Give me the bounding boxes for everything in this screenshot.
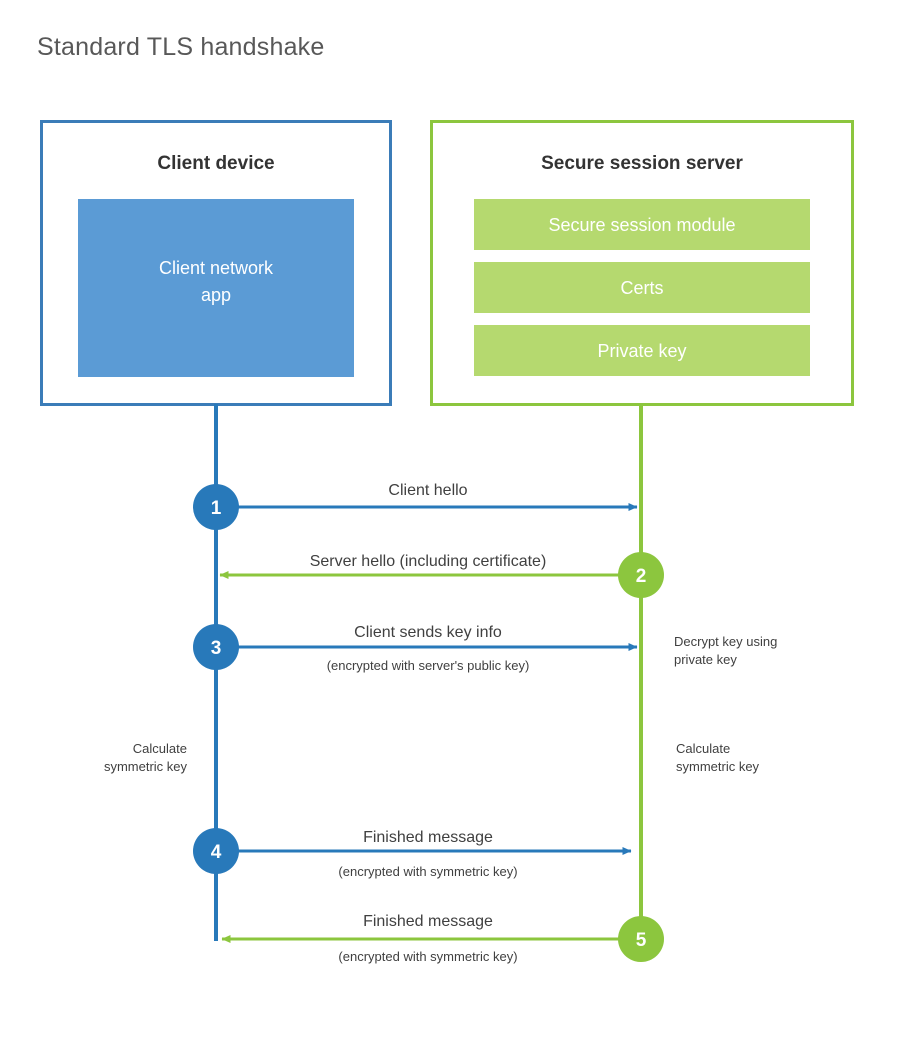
step-2-number: 2 (636, 566, 647, 587)
private-key-label: Private key (597, 341, 686, 361)
page-title: Standard TLS handshake (37, 33, 324, 61)
decrypt-key-line2: private key (674, 652, 737, 667)
step-2-group: Server hello (including certificate) 2 (219, 552, 664, 598)
client-calc-line2: symmetric key (104, 759, 188, 774)
secure-session-server-box: Secure session server Secure session mod… (430, 120, 854, 406)
step-1-circle (193, 484, 239, 530)
client-network-app-block (78, 199, 354, 377)
certs-block (474, 262, 810, 313)
client-calculate-symmetric-key-annotation: Calculate symmetric key (104, 741, 188, 774)
client-device-title: Client device (157, 153, 274, 174)
step-3-circle (193, 624, 239, 670)
server-calc-line1: Calculate (676, 741, 730, 756)
client-network-app-label-line1: Client network (159, 258, 274, 278)
step-1-group: Client hello 1 (193, 482, 638, 530)
step-5-circle (618, 916, 664, 962)
step-2-circle (618, 552, 664, 598)
step-3-group: Client sends key info (encrypted with se… (193, 624, 638, 673)
step-4-circle (193, 828, 239, 874)
server-calculate-symmetric-key-annotation: Calculate symmetric key (676, 741, 760, 774)
client-network-app-label-line2: app (201, 285, 231, 305)
step-3-label: Client sends key info (354, 624, 502, 641)
step-4-sublabel: (encrypted with symmetric key) (338, 864, 517, 879)
step-5-label: Finished message (363, 913, 493, 930)
step-1-label: Client hello (388, 482, 467, 499)
secure-session-server-title: Secure session server (541, 153, 743, 174)
private-key-block (474, 325, 810, 376)
step-5-sublabel: (encrypted with symmetric key) (338, 949, 517, 964)
decrypt-key-annotation: Decrypt key using private key (674, 634, 777, 667)
step-4-label: Finished message (363, 829, 493, 846)
certs-label: Certs (620, 278, 663, 298)
step-3-number: 3 (211, 638, 222, 659)
step-4-number: 4 (211, 842, 222, 863)
secure-session-module-block (474, 199, 810, 250)
step-3-sublabel: (encrypted with server's public key) (327, 658, 530, 673)
secure-session-module-label: Secure session module (548, 215, 735, 235)
step-5-group: Finished message (encrypted with symmetr… (221, 913, 664, 964)
step-1-number: 1 (211, 498, 222, 519)
server-calc-line2: symmetric key (676, 759, 760, 774)
client-device-box: Client device Client network app (40, 120, 392, 406)
step-2-label: Server hello (including certificate) (310, 553, 547, 570)
decrypt-key-line1: Decrypt key using (674, 634, 777, 649)
client-calc-line1: Calculate (133, 741, 187, 756)
step-5-number: 5 (636, 930, 647, 951)
step-4-group: Finished message (encrypted with symmetr… (193, 828, 632, 879)
